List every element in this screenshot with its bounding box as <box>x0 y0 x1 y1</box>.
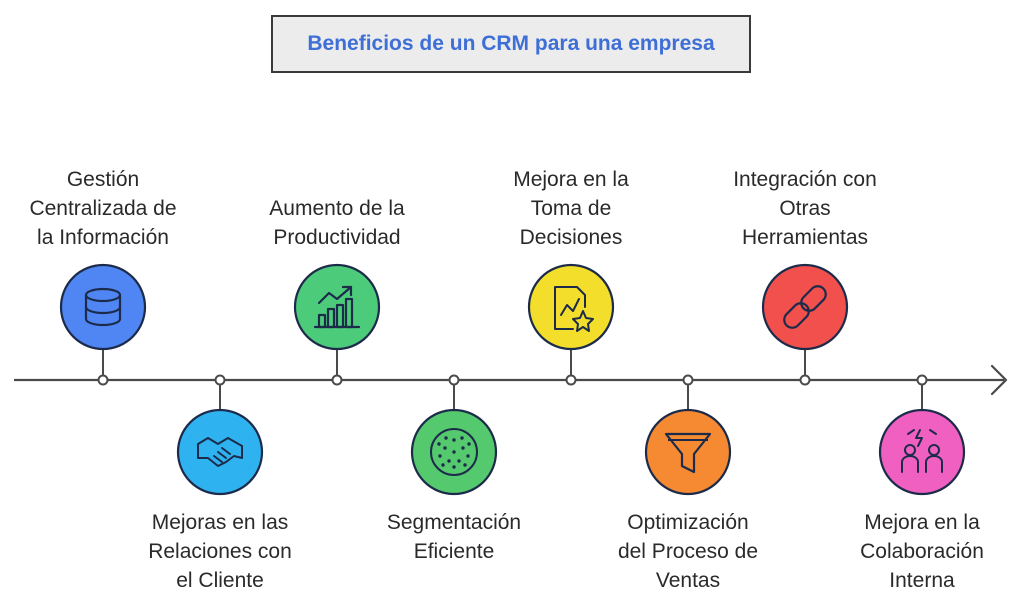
step-label-line: Ventas <box>655 569 721 592</box>
timeline-node <box>565 374 577 386</box>
timeline-node <box>448 374 460 386</box>
step-label-line: Otras <box>779 197 831 220</box>
page-title: Beneficios de un CRM para una empresa <box>307 32 715 55</box>
step-label: Mejora en la Toma de Decisiones <box>461 165 681 252</box>
step-label-line: Mejora en la <box>864 511 980 534</box>
dot-cluster-icon <box>430 428 478 476</box>
timeline-node <box>682 374 694 386</box>
step-label-line: Interna <box>889 569 955 592</box>
timeline-step <box>878 374 966 496</box>
step-label-line: Centralizada de <box>29 197 177 220</box>
timeline-node <box>331 374 343 386</box>
step-label-line: Colaboración <box>860 540 984 563</box>
team-collaboration-icon <box>901 429 943 473</box>
step-icon-circle <box>527 263 615 351</box>
timeline-node <box>916 374 928 386</box>
timeline-step <box>761 263 849 386</box>
step-label-line: del Proceso de <box>617 540 759 563</box>
step-icon-circle <box>878 408 966 496</box>
handshake-icon <box>197 437 243 467</box>
step-label-line: Productividad <box>273 226 401 249</box>
timeline-node <box>214 374 226 386</box>
timeline-node <box>799 374 811 386</box>
timeline-step <box>644 374 732 496</box>
step-label-line: Eficiente <box>413 540 495 563</box>
step-label-line: la Información <box>37 226 169 249</box>
timeline-step <box>59 263 147 386</box>
step-label-line: Segmentación <box>386 511 522 534</box>
step-label-line: Toma de <box>530 197 612 220</box>
database-icon <box>84 287 122 327</box>
step-label-line: Mejora en la <box>513 168 629 191</box>
timeline-step <box>176 374 264 496</box>
step-label-line: el Cliente <box>176 569 264 592</box>
step-label: Optimización del Proceso de Ventas <box>578 508 798 595</box>
chart-star-icon <box>554 286 594 332</box>
step-label-line: Relaciones con <box>148 540 292 563</box>
step-icon-circle <box>761 263 849 351</box>
step-label-line: Aumento de la <box>269 197 405 220</box>
step-icon-circle <box>644 408 732 496</box>
timeline-node <box>97 374 109 386</box>
step-label-line: Decisiones <box>519 226 623 249</box>
title-box: Beneficios de un CRM para una empresa <box>271 15 751 73</box>
step-label-line: Integración con <box>733 168 877 191</box>
step-label-line: Herramientas <box>741 226 869 249</box>
growth-chart-icon <box>313 285 361 329</box>
step-icon-circle <box>176 408 264 496</box>
funnel-icon <box>664 432 712 474</box>
step-label-line: Optimización <box>627 511 749 534</box>
timeline-step <box>410 374 498 496</box>
step-label: Aumento de la Productividad <box>227 194 447 252</box>
step-label-line: Gestión <box>66 168 140 191</box>
timeline-step <box>293 263 381 386</box>
timeline-step <box>527 263 615 386</box>
link-icon <box>783 285 827 329</box>
step-icon-circle <box>59 263 147 351</box>
step-label-line: Mejoras en las <box>151 511 289 534</box>
timeline-arrowhead <box>990 364 1008 396</box>
